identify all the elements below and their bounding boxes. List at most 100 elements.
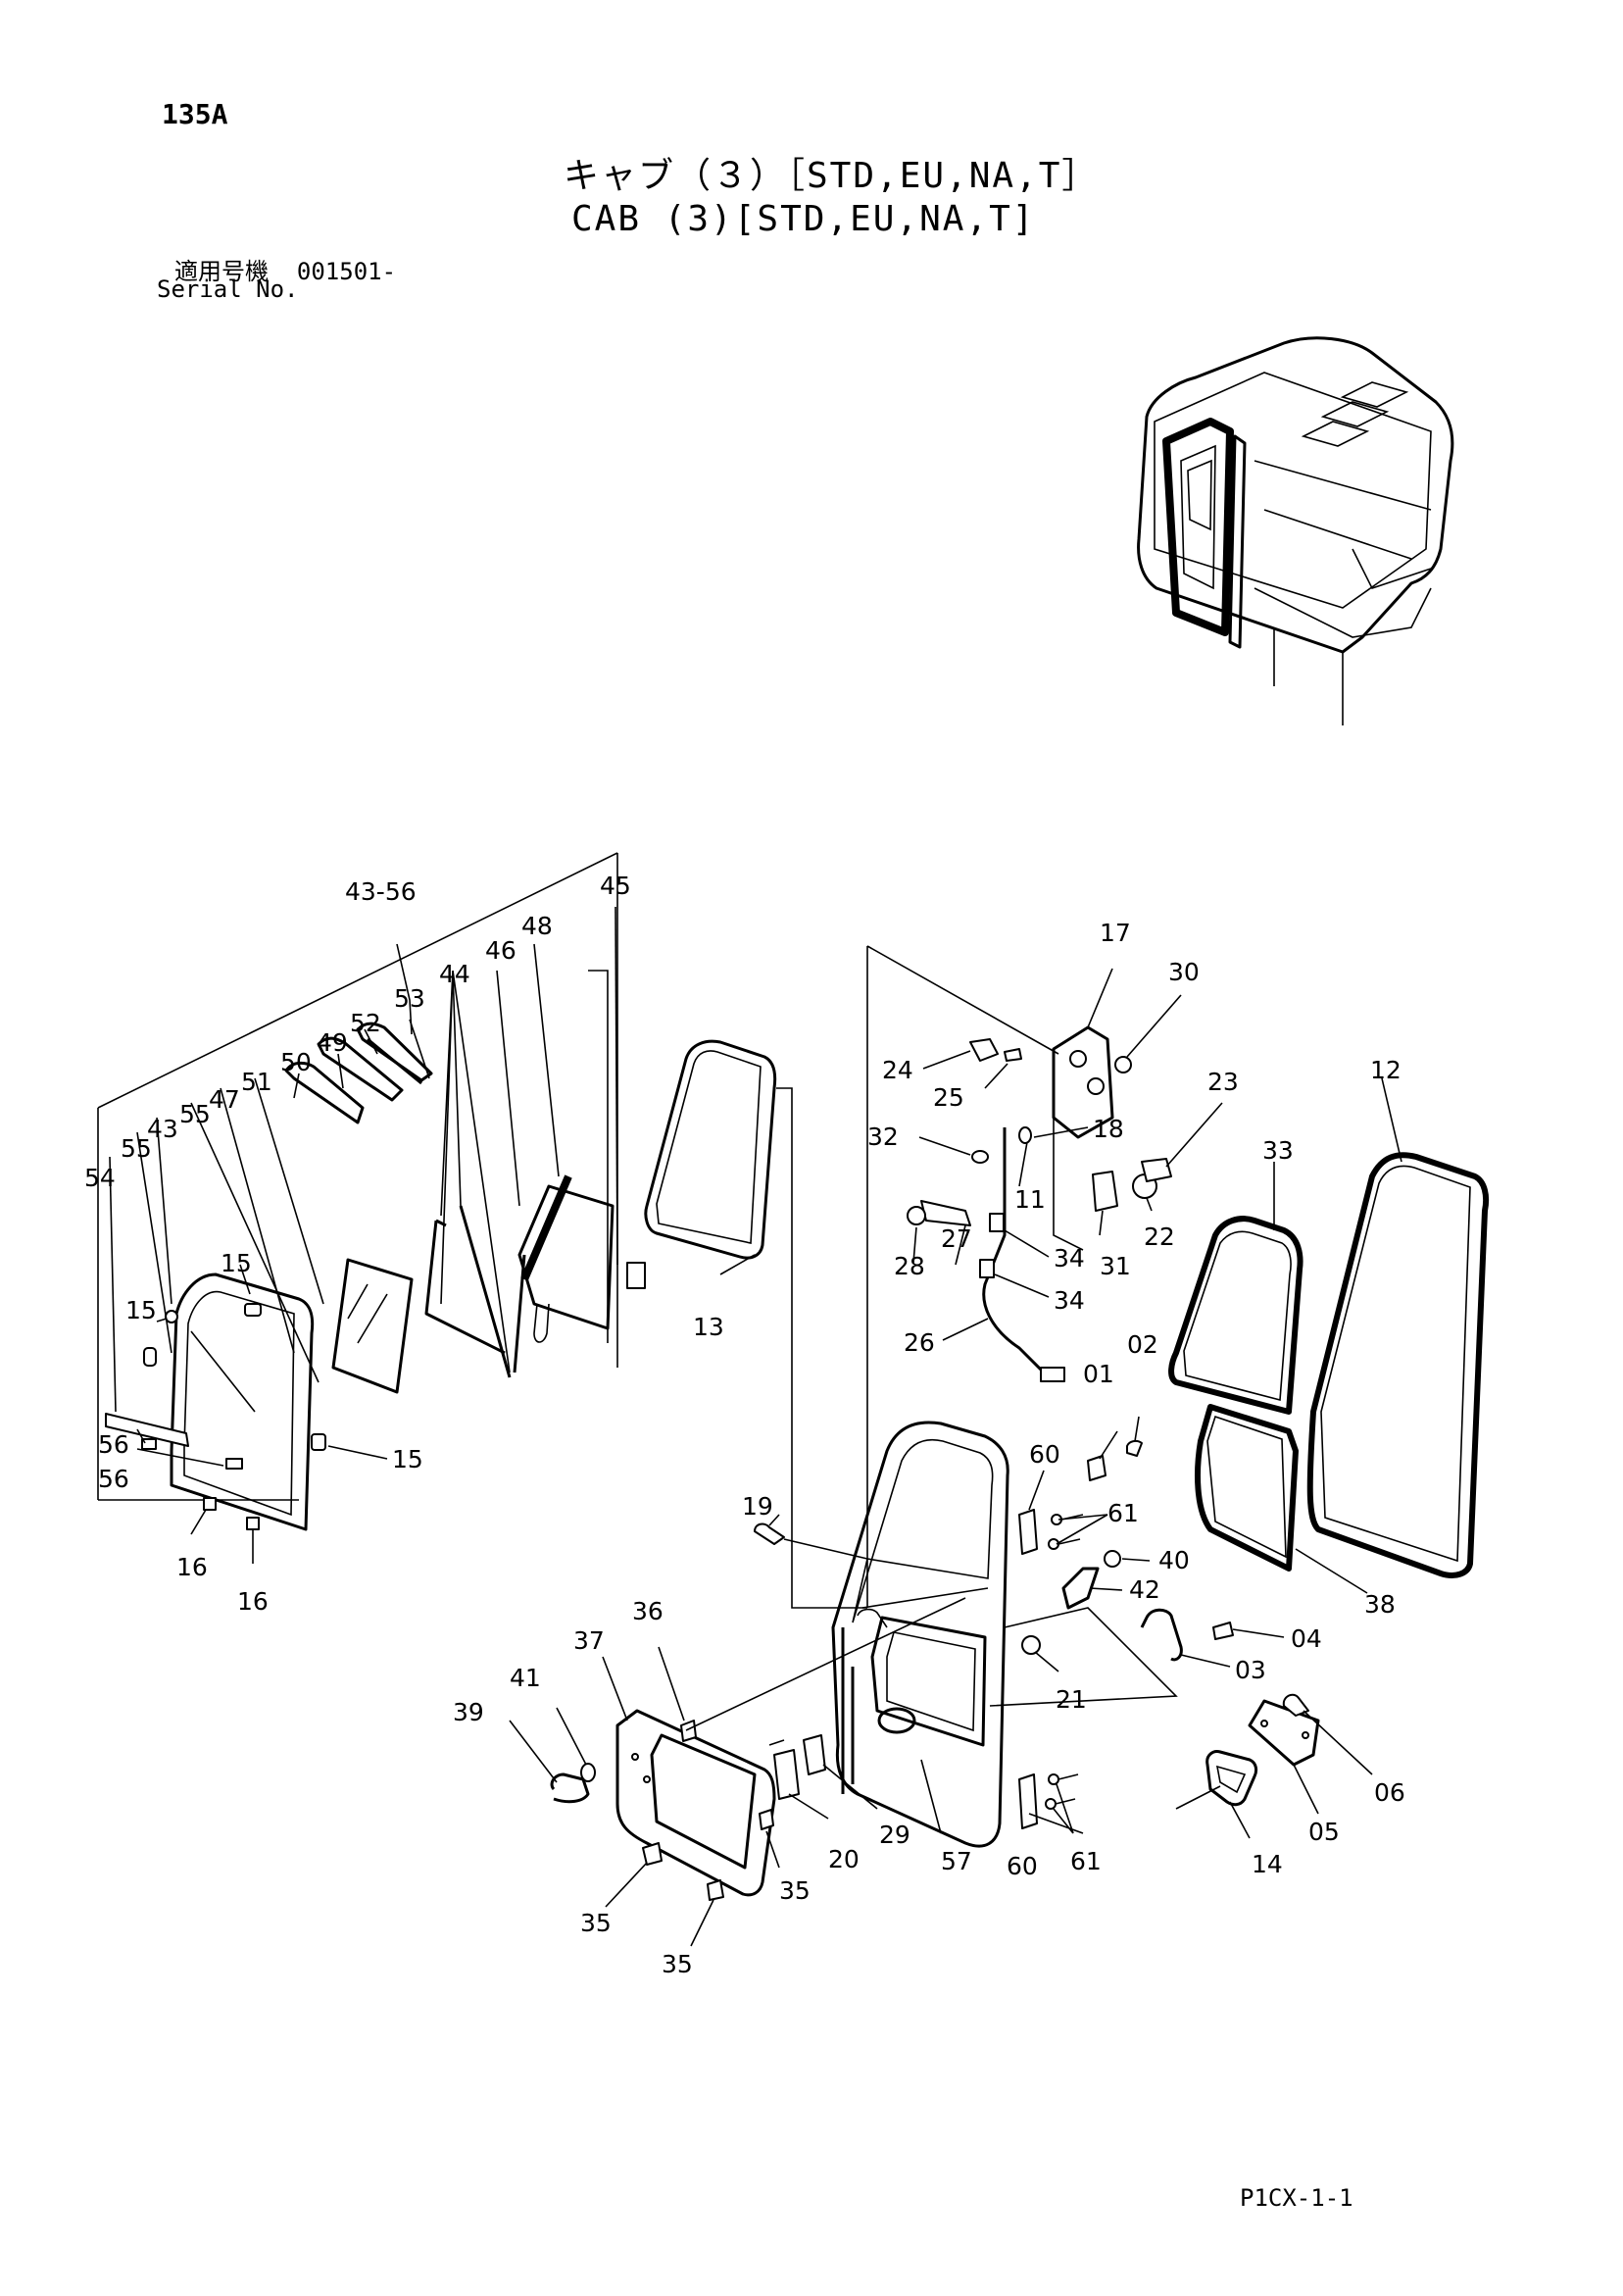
screw-15 — [165, 1310, 178, 1323]
serial-label-en: Serial No. — [157, 275, 299, 303]
hinge-60-bottom — [1018, 1773, 1038, 1829]
bracket-20 — [773, 1749, 800, 1800]
callout-43-56: 43-56 — [345, 877, 417, 906]
serial-label-jp: 適用号機 001501- — [174, 252, 396, 286]
callout-18: 18 — [1093, 1115, 1124, 1143]
callout-52: 52 — [350, 1009, 381, 1037]
callout-57: 57 — [941, 1847, 972, 1875]
stopper-21 — [1021, 1635, 1041, 1655]
door-glass-13 — [644, 1039, 867, 1609]
callout-40: 40 — [1158, 1546, 1190, 1574]
block-56a — [141, 1438, 157, 1450]
callout-54: 54 — [84, 1164, 116, 1192]
callout-30: 30 — [1168, 958, 1200, 986]
nut-30 — [1114, 1056, 1132, 1073]
callout-16a: 16 — [176, 1553, 208, 1581]
bracket-42 — [1061, 1567, 1100, 1610]
clip-34a — [989, 1213, 1005, 1232]
bolt-04 — [1212, 1622, 1234, 1640]
callout-36: 36 — [632, 1597, 664, 1625]
callout-33: 11 — [1014, 1185, 1046, 1214]
callout-35c: 35 — [662, 1950, 693, 1978]
callout-55b: 55 — [121, 1134, 152, 1163]
callout-23: 23 — [1207, 1068, 1239, 1096]
plate-01 — [1087, 1455, 1107, 1481]
plate-05 — [1248, 1699, 1320, 1767]
callout-32: 32 — [867, 1123, 899, 1151]
callout-24: 24 — [882, 1056, 913, 1084]
bolt-28 — [907, 1206, 926, 1225]
callout-15a: 15 — [221, 1249, 252, 1277]
title-english: CAB (3)[STD,EU,NA,T] — [571, 199, 1036, 239]
screw-19 — [754, 1522, 785, 1545]
callout-16b: 16 — [237, 1587, 269, 1616]
seal-12 — [1306, 1152, 1490, 1578]
callout-48: 48 — [521, 912, 553, 940]
seal-50 — [284, 1061, 365, 1124]
callout-34a: 34 — [1054, 1244, 1085, 1273]
callout-49: 49 — [317, 1028, 348, 1057]
seal-52 — [356, 1022, 433, 1082]
seal-38 — [1195, 1404, 1299, 1572]
pad-16b — [246, 1517, 260, 1530]
door-seals — [1168, 1077, 1490, 1594]
callout-15c: 15 — [392, 1445, 423, 1473]
cover-23 — [1141, 1158, 1172, 1182]
clip-15c — [311, 1433, 326, 1451]
callout-51: 51 — [241, 1068, 272, 1096]
bolt-06 — [1282, 1693, 1309, 1717]
bolt-25 — [1004, 1048, 1022, 1062]
washer-41 — [580, 1763, 596, 1782]
lever-27 — [920, 1200, 971, 1226]
callout-13: 13 — [693, 1313, 724, 1341]
striker-24 — [969, 1038, 999, 1062]
callout-31: 31 — [1100, 1252, 1131, 1280]
bracket-29 — [803, 1734, 826, 1775]
callout-22: 22 — [1144, 1223, 1175, 1251]
callout-20: 20 — [828, 1845, 860, 1873]
cab-overview-illustration — [1137, 336, 1454, 725]
callout-15b: 15 — [125, 1296, 157, 1324]
callout-25: 25 — [933, 1083, 964, 1112]
callout-11: 33 — [1262, 1136, 1294, 1165]
pad-35c — [707, 1879, 724, 1901]
callout-21: 21 — [1056, 1685, 1087, 1714]
inner-panel-37 — [509, 1597, 966, 1947]
callout-56b: 56 — [98, 1465, 129, 1493]
handle-03 — [1140, 1608, 1183, 1662]
callout-05: 05 — [1308, 1818, 1340, 1846]
pad-35b — [642, 1842, 663, 1866]
callout-47: 47 — [209, 1085, 240, 1114]
callout-28: 28 — [894, 1252, 925, 1280]
bolt-02 — [1126, 1439, 1143, 1457]
callout-39: 39 — [453, 1698, 484, 1726]
callout-61a: 61 — [1107, 1499, 1139, 1527]
callout-50: 50 — [280, 1048, 312, 1076]
callout-34b: 34 — [1054, 1286, 1085, 1315]
callout-14: 14 — [1252, 1850, 1283, 1878]
serial-label-jp-text: 適用号機 — [174, 258, 269, 285]
callout-56a: 56 — [98, 1430, 129, 1459]
pad-35a — [759, 1809, 774, 1830]
footer-code: P1CX-1-1 — [1240, 2184, 1353, 2212]
clip-34b — [979, 1259, 995, 1278]
callout-26: 26 — [904, 1328, 935, 1357]
seal-49 — [317, 1036, 404, 1102]
callout-17: 17 — [1100, 919, 1131, 947]
callout-labels: 43-56 45 44 46 48 53 52 49 50 51 47 55 4… — [84, 872, 1405, 1978]
bracket-31 — [1092, 1171, 1118, 1212]
washer-32 — [971, 1150, 989, 1164]
block-56b — [225, 1458, 243, 1470]
cover-plate-group — [1175, 1693, 1373, 1839]
page-number: 135A — [162, 98, 228, 130]
callout-12: 12 — [1370, 1056, 1402, 1084]
callout-03: 03 — [1235, 1656, 1266, 1684]
callout-06: 06 — [1374, 1778, 1405, 1807]
callout-60a: 60 — [1029, 1440, 1060, 1469]
clip-15a — [143, 1347, 157, 1367]
door-57 — [754, 1416, 1285, 1848]
callout-35b: 35 — [580, 1909, 612, 1937]
hinge-60-top — [1018, 1509, 1038, 1555]
callout-35a: 35 — [779, 1876, 811, 1905]
